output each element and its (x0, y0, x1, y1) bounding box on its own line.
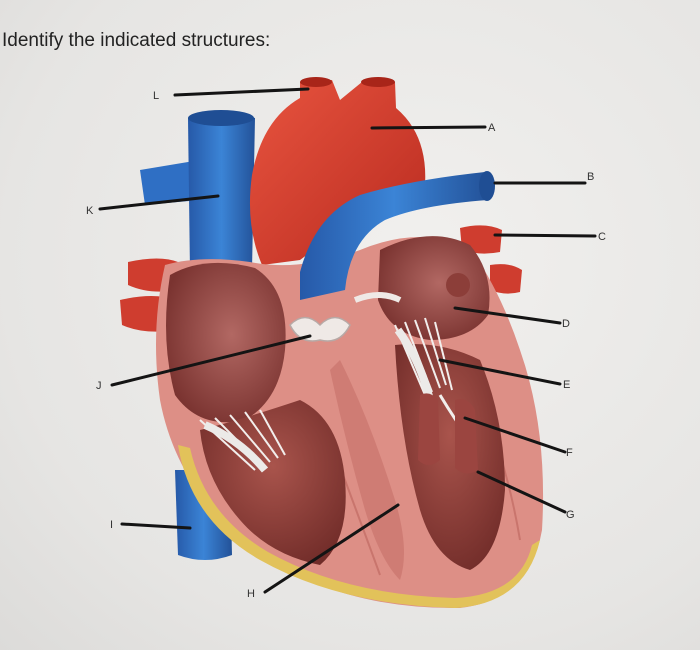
chordae-tendineae-right (199, 409, 286, 473)
leader-line-E (438, 358, 562, 386)
label-H: H (247, 588, 255, 600)
pulmonary-trunk (300, 171, 495, 300)
interventricular-septum (330, 360, 404, 580)
label-L: L (153, 90, 159, 102)
leader-line-D (453, 306, 562, 325)
leader-line-A (370, 125, 487, 130)
valves (289, 292, 402, 342)
label-D: D (562, 318, 570, 330)
leader-line-C (493, 233, 597, 238)
label-J: J (96, 380, 102, 392)
superior-vena-cava (140, 110, 255, 272)
aorta (249, 77, 426, 265)
leader-line-F (463, 416, 567, 454)
papillary-muscles (418, 393, 478, 474)
leader-line-K (98, 194, 220, 211)
label-A: A (488, 122, 496, 134)
leader-line-H (263, 503, 400, 594)
leader-line-L (173, 87, 310, 97)
label-F: F (566, 447, 573, 459)
leader-line-G (476, 470, 567, 514)
label-I: I (110, 519, 113, 531)
left-atrium (378, 236, 490, 340)
label-G: G (566, 509, 575, 521)
leader-line-J (110, 334, 312, 387)
question-prompt: Identify the indicated structures: (2, 30, 271, 51)
leader-line-I (120, 522, 192, 530)
right-atrium (166, 262, 286, 423)
structure-labels: L A B C D E F G H I J K (86, 90, 606, 600)
label-E: E (563, 379, 570, 391)
label-B: B (587, 171, 594, 183)
label-C: C (598, 231, 606, 243)
label-K: K (86, 205, 94, 217)
leader-lines (98, 87, 597, 594)
